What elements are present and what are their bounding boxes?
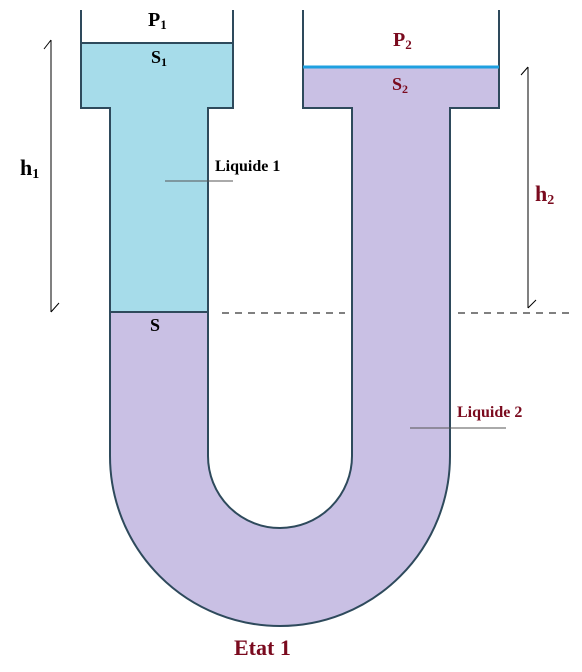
label-p2: P2 (393, 29, 412, 52)
label-h1: h1 (20, 155, 39, 182)
liquid-1-body (81, 43, 233, 312)
label-h2: h2 (535, 181, 554, 208)
h2-arrow-top (520, 66, 529, 76)
label-s: S (150, 315, 160, 335)
u-tube-inner-outline (207, 10, 353, 529)
label-p1: P1 (148, 9, 167, 32)
h2-arrow-bottom (527, 299, 537, 309)
label-liquide-2: Liquide 2 (457, 404, 522, 421)
label-liquide-1: Liquide 1 (215, 158, 280, 175)
liquid-2-body (110, 67, 499, 626)
h1-arrow-top (43, 39, 52, 50)
u-tube-outline (80, 10, 500, 627)
label-s1: S1 (151, 47, 167, 69)
label-s2: S2 (392, 74, 408, 96)
diagram-title: Etat 1 (234, 635, 291, 660)
h1-arrow-bottom (50, 302, 60, 313)
